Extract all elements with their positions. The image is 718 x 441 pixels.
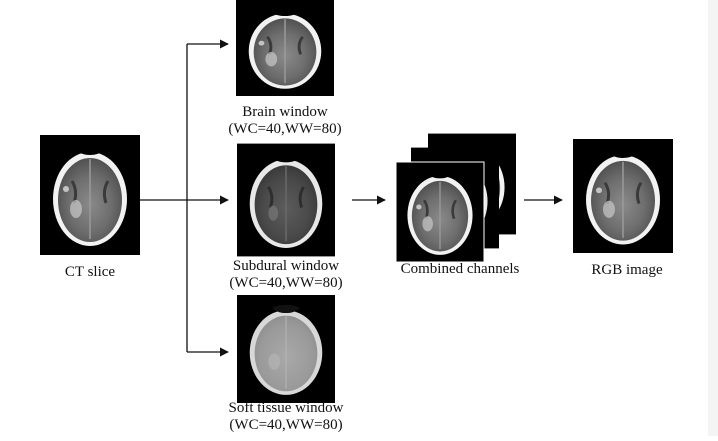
rgb-image <box>571 137 675 255</box>
subdural-window-label: Subdural window (WC=40,WW=80) <box>205 258 367 292</box>
combined-channels-label: Combined channels <box>400 261 520 277</box>
branch-connector <box>140 39 229 357</box>
soft-tissue-window-label: Soft tissue window (WC=40,WW=80) <box>205 400 367 434</box>
subdural-window-image <box>235 142 337 258</box>
combined-channels-stack <box>394 132 518 264</box>
subdural-window-name: Subdural window <box>232 258 340 274</box>
soft-tissue-window-name: Soft tissue window <box>228 400 344 416</box>
brain-window-params: (WC=40,WW=80) <box>228 121 342 137</box>
rgb-image-label: RGB image <box>591 262 663 278</box>
brain-window-label: Brain window (WC=40,WW=80) <box>210 104 360 138</box>
subdural-window-params: (WC=40,WW=80) <box>229 275 343 291</box>
ct-slice-label: CT slice <box>64 264 116 280</box>
brain-window-name: Brain window <box>242 104 328 120</box>
brain-window-image <box>234 0 336 98</box>
soft-tissue-window-params: (WC=40,WW=80) <box>229 417 343 433</box>
ct-slice-image <box>38 133 142 257</box>
soft-tissue-window-image <box>236 294 336 404</box>
page-edge-shade <box>708 0 718 436</box>
